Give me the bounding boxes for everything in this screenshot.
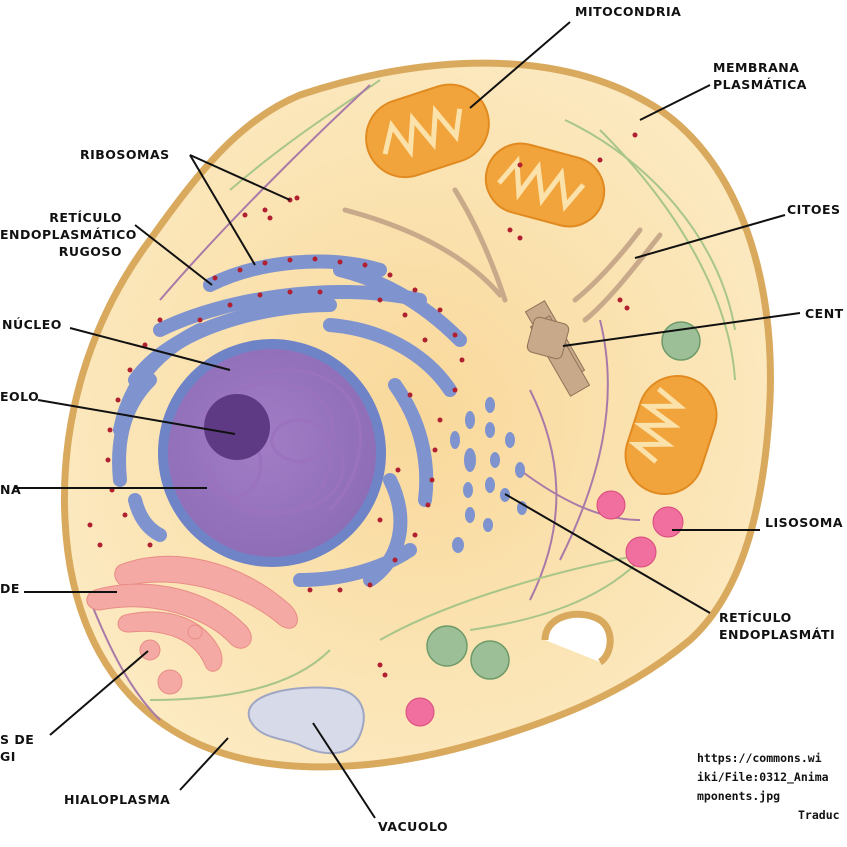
nucleolus [204,394,270,460]
mitochondrion-1 [365,83,490,179]
golgi-apparatus [86,555,298,695]
mitochondrion-3 [624,375,718,495]
label-mitocondria: MITOCONDRIA [575,4,682,19]
translation-credit: Traduc [798,808,840,822]
source-url-line-1: https://commons.wi [697,751,822,765]
source-url-line-2: iki/File:0312_Anima [697,770,829,784]
label-aparato-golgi: DE [0,581,20,596]
chromatin [198,368,362,516]
vacuole [247,686,365,755]
vesicles [426,321,701,680]
label-lisosomas: LISOSOMA [765,515,843,530]
label-hialoplasma: HIALOPLASMA [64,792,171,807]
label-nucleolo: EOLO [0,389,40,404]
label-vesiculas-golgi: S DE GI [0,732,35,764]
endocytic-pit [541,610,614,666]
centriole [524,300,591,397]
label-reticulo-rugoso: RETÍCULO ENDOPLASMÁTICO RUGOSO [0,210,137,259]
mitochondrion-2 [484,142,606,228]
label-ribosomas: RIBOSOMAS [80,147,170,162]
label-centriolo: CENT [805,306,844,321]
source-url-line-3: mponents.jpg [697,789,781,803]
ribosomes-on-rer [105,256,465,593]
label-citoesqueleto: CITOES [787,202,841,217]
free-ribosomes [87,132,638,678]
label-reticulo-liso: RETÍCULO ENDOPLASMÁTI [719,610,836,642]
smooth-endoplasmic-reticulum [450,397,527,553]
cytoskeleton-filaments [89,79,736,721]
leader-lines [14,21,801,819]
label-membrana-plasmatica: MEMBRANA PLASMÁTICA [713,60,807,92]
label-vacuolo: VACUOLO [378,819,449,834]
nucleus [168,349,376,557]
microtubules [342,187,663,323]
label-cromatina: NA [0,482,22,497]
rough-endoplasmic-reticulum [112,254,467,587]
label-nucleo: NÚCLEO [2,317,62,332]
